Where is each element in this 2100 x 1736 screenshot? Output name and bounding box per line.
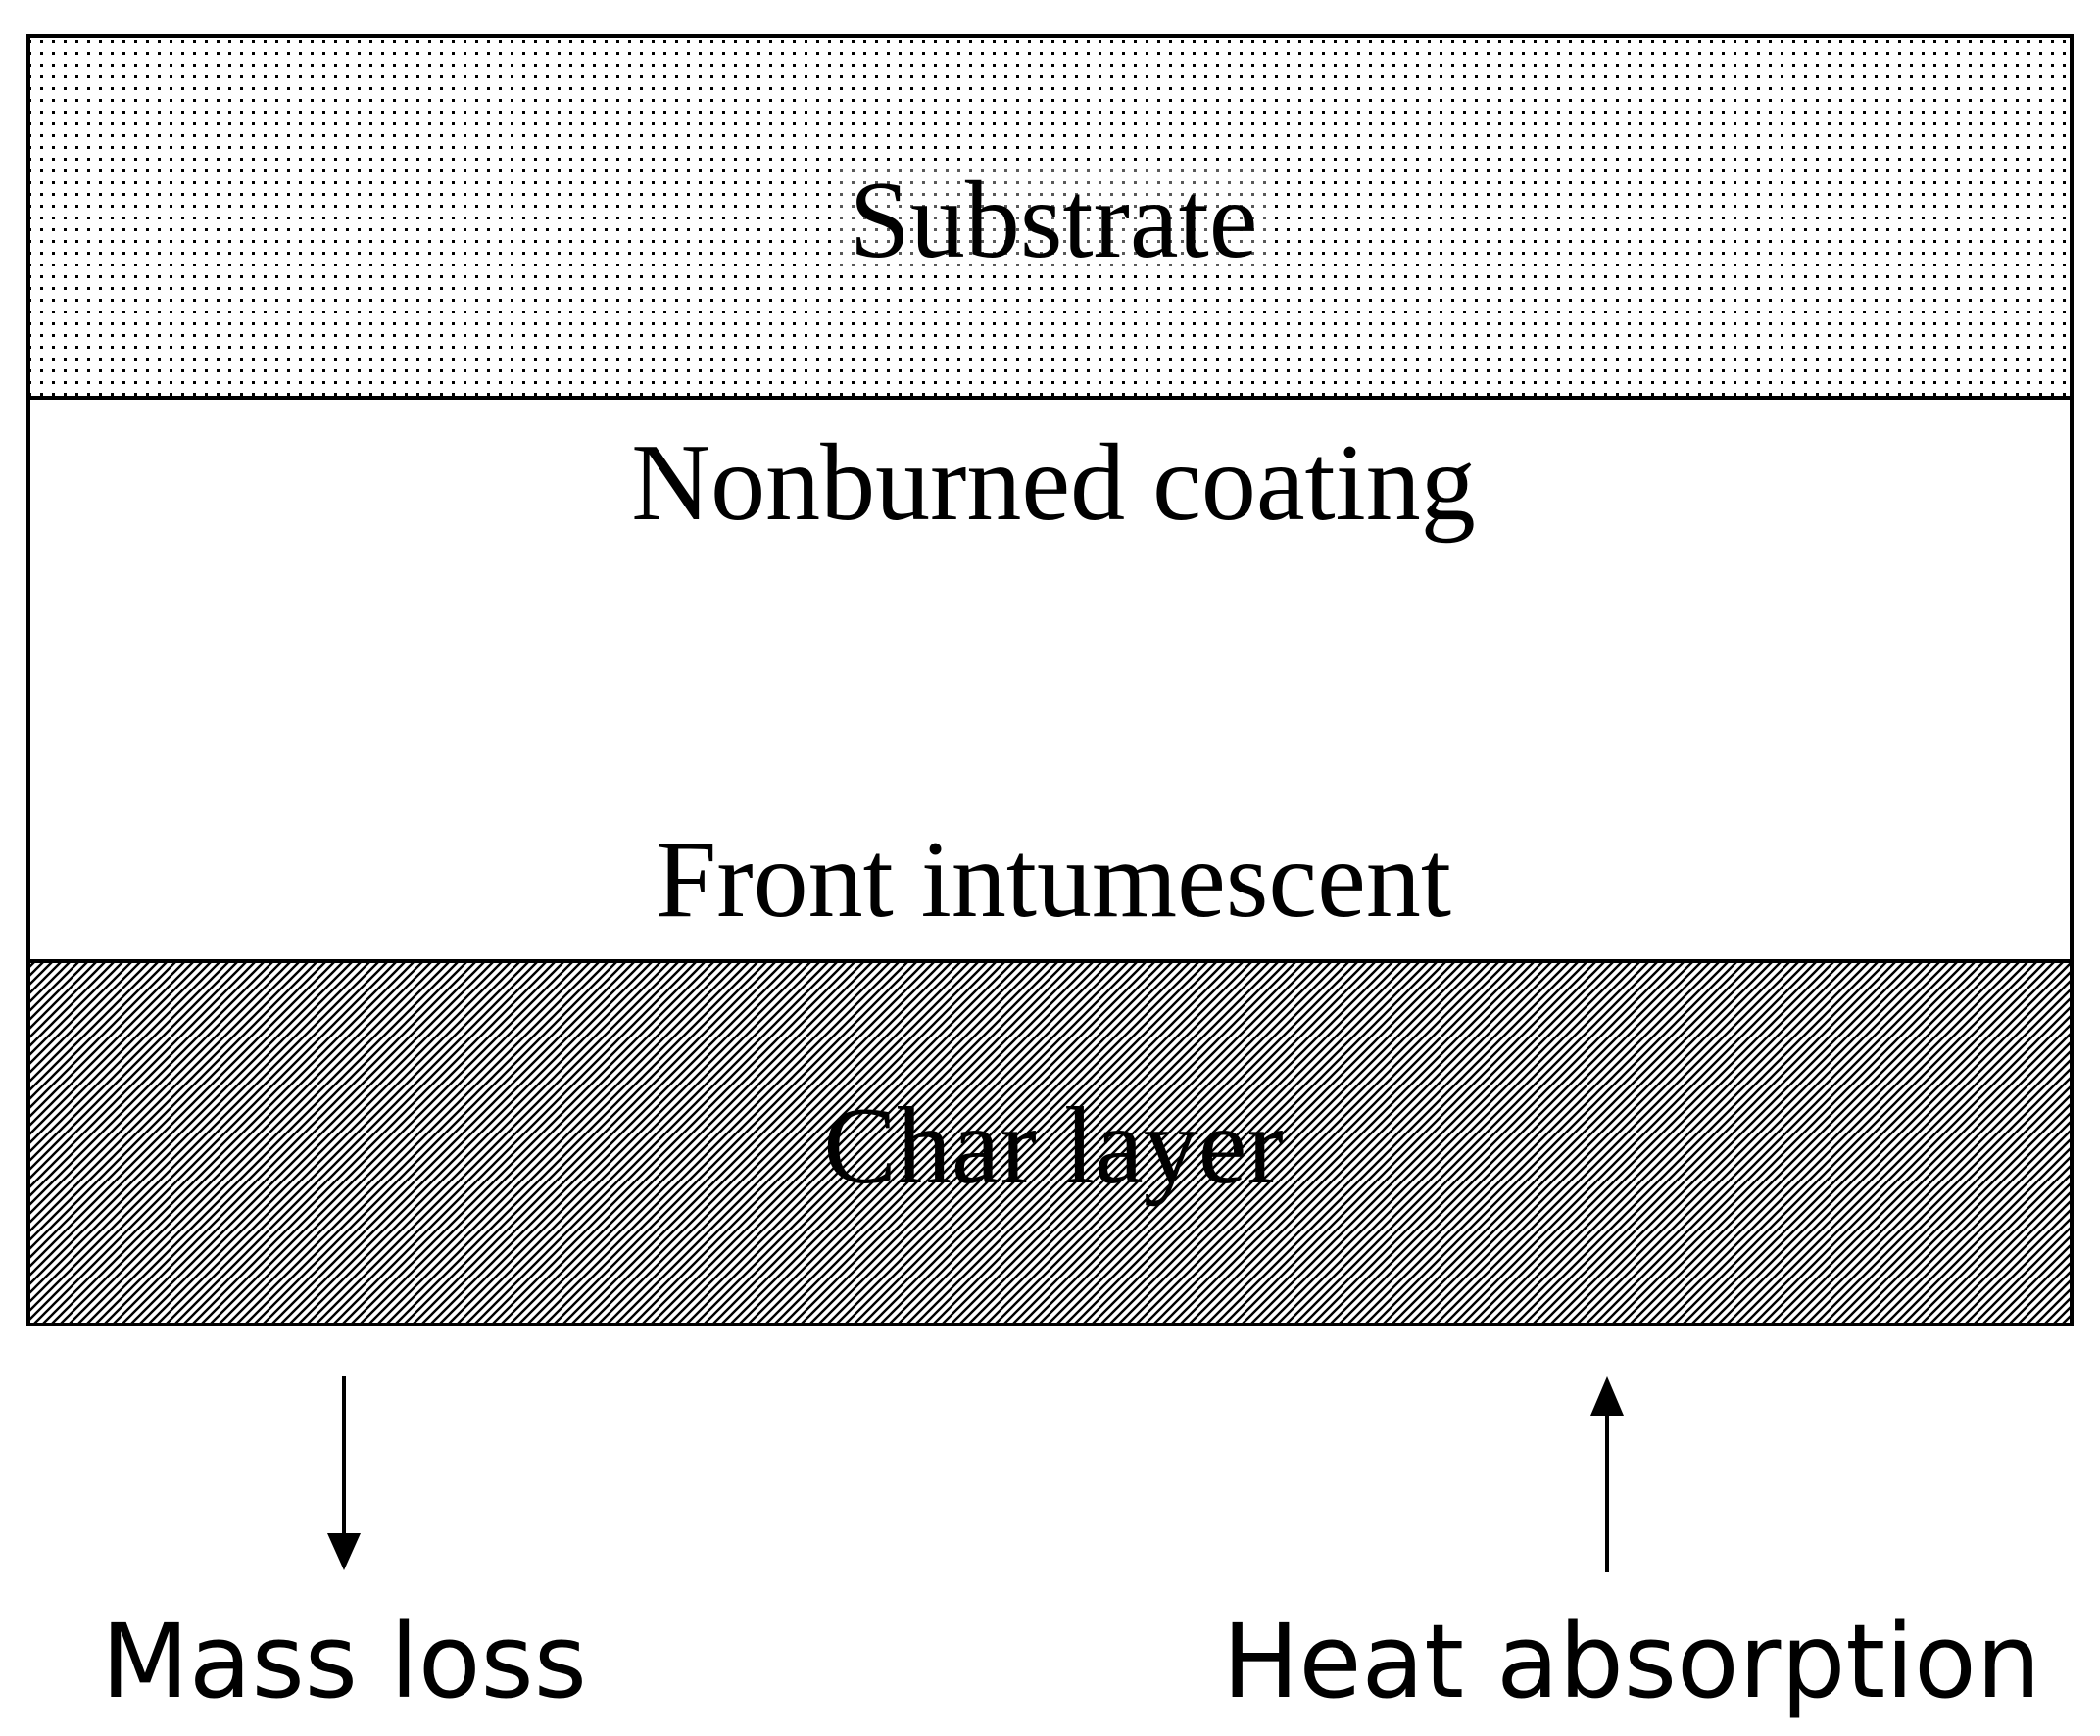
char-layer-label: Char layer [823,1085,1284,1207]
substrate-label: Substrate [850,160,1258,281]
heat-absorption-arrow-head [1590,1376,1624,1416]
heat-absorption-arrow [1590,1376,1624,1572]
outer-border [26,34,2074,1326]
coating-fill [28,398,2072,961]
coating-layer: Nonburned coating Front intumescent [28,398,2072,961]
heat-absorption-label: Heat absorption [1222,1602,2040,1721]
mass-loss-arrow [327,1376,361,1570]
nonburned-coating-label: Nonburned coating [631,422,1476,544]
mass-loss-arrow-head [327,1533,361,1570]
char-fill [28,961,2072,1325]
substrate-text-backdrop [838,167,1269,274]
char-layer: Char layer [28,961,2072,1325]
layer-borders [26,34,2074,1326]
substrate-fill [28,36,2072,398]
substrate-layer: Substrate [28,36,2072,398]
front-intumescent-label: Front intumescent [656,819,1451,940]
mass-loss-label: Mass loss [101,1602,587,1721]
